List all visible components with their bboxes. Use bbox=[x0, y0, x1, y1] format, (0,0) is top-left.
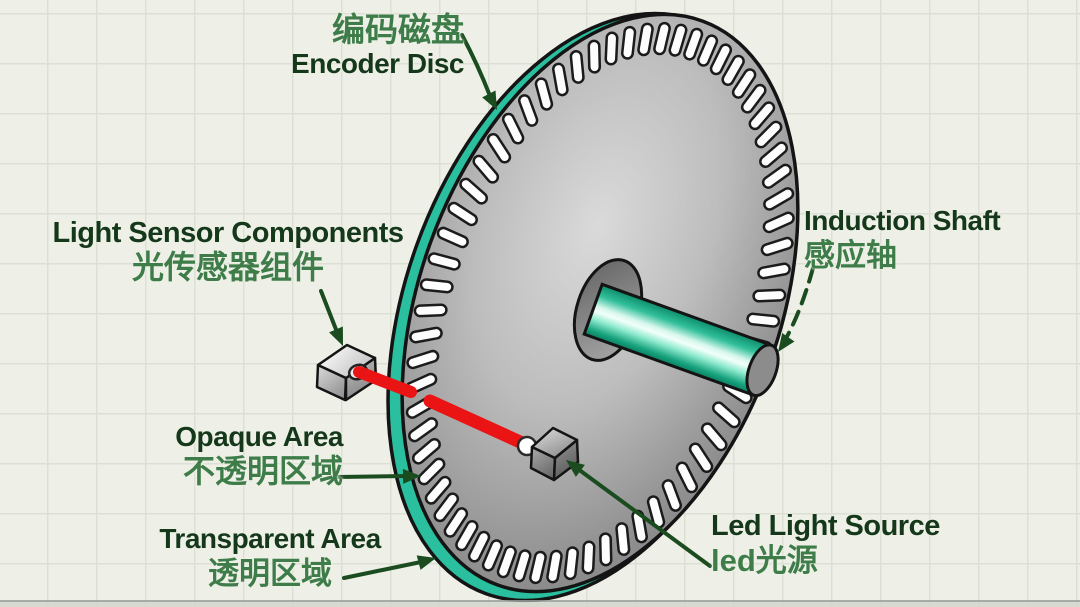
disc-slot bbox=[670, 26, 685, 55]
disc-slot bbox=[748, 315, 778, 326]
disc-slot bbox=[420, 460, 443, 483]
label-opaque-area: Opaque Area 不透明区域 bbox=[95, 421, 343, 490]
light-sensor-arrow-head bbox=[329, 326, 343, 346]
disc-slot bbox=[461, 180, 486, 203]
label-transparent-area-zh: 透明区域 bbox=[208, 556, 332, 591]
label-light-sensor-zh: 光传感器组件 bbox=[131, 249, 324, 285]
disc-slot bbox=[623, 28, 634, 58]
disc-slot bbox=[765, 189, 792, 209]
disc-slot bbox=[664, 481, 680, 510]
disc-slot bbox=[429, 254, 459, 269]
disc-slot bbox=[678, 463, 696, 491]
disc-slot bbox=[499, 547, 515, 576]
encoder-disc-arrow-head bbox=[482, 90, 497, 110]
image-bottom-edge bbox=[0, 600, 1080, 607]
disc-slot bbox=[520, 96, 536, 125]
disc-slot bbox=[765, 214, 793, 231]
disc-slot bbox=[439, 229, 467, 246]
disc-slot bbox=[515, 551, 530, 580]
disc-slot bbox=[489, 135, 509, 162]
disc-slot bbox=[712, 45, 730, 73]
disc-slot bbox=[743, 86, 765, 112]
disc-slot bbox=[435, 494, 457, 520]
disc-slot bbox=[584, 543, 593, 572]
disc-slot bbox=[566, 548, 577, 578]
shaft-end-cap bbox=[745, 343, 780, 398]
label-light-sensor-en: Light Sensor Components bbox=[52, 217, 405, 249]
disc-slot bbox=[734, 70, 754, 97]
sensor-cube-top-face bbox=[316, 343, 377, 380]
label-encoder-disc-en: Encoder Disc bbox=[291, 48, 464, 79]
induction-shaft bbox=[582, 282, 780, 398]
opaque-area-arrow bbox=[336, 474, 409, 479]
disc-slot bbox=[411, 329, 441, 341]
disc-slot bbox=[449, 204, 476, 224]
disc-slot bbox=[408, 352, 437, 367]
disc-slot bbox=[474, 157, 497, 182]
light-sensor-arrow bbox=[319, 289, 339, 334]
disc-slot bbox=[427, 478, 449, 503]
disc-slot bbox=[572, 52, 583, 82]
disc-slot bbox=[751, 103, 773, 128]
label-light-sensor: Light Sensor Components 光传感器组件 bbox=[42, 217, 414, 286]
disc-slot bbox=[416, 305, 446, 315]
label-transparent-area: Transparent Area 透明区域 bbox=[148, 523, 392, 592]
disc-slot bbox=[531, 553, 545, 582]
label-led-light-source-en: Led Light Source bbox=[711, 510, 940, 542]
disc-slot bbox=[422, 280, 452, 291]
label-induction-shaft: Induction Shaft 感应轴 bbox=[804, 205, 1001, 274]
label-opaque-area-en: Opaque Area bbox=[175, 421, 343, 452]
disc-slot bbox=[757, 123, 780, 146]
encoder-disc-arrow bbox=[460, 33, 492, 98]
disc-slot bbox=[470, 533, 488, 561]
label-induction-shaft-en: Induction Shaft bbox=[804, 205, 1001, 236]
disc-slot bbox=[639, 25, 652, 54]
disc-slot bbox=[446, 509, 466, 536]
disc-slot bbox=[617, 524, 628, 554]
disc-slot bbox=[457, 522, 477, 549]
disc-slot bbox=[504, 115, 522, 143]
disc-slot bbox=[764, 166, 790, 187]
label-opaque-area-zh: 不透明区域 bbox=[182, 453, 343, 489]
label-encoder-disc-zh: 编码磁盘 bbox=[332, 11, 464, 48]
transparent-area-arrow bbox=[342, 560, 423, 580]
disc-slot bbox=[761, 143, 786, 166]
disc-slot bbox=[548, 552, 561, 581]
disc-slot bbox=[703, 424, 726, 449]
opaque-area-arrow-head bbox=[402, 468, 421, 484]
disc-slot bbox=[655, 24, 669, 53]
led-cube-top-face bbox=[530, 426, 579, 460]
disc-slot bbox=[537, 79, 551, 109]
induction-shaft-arrow-head bbox=[778, 332, 795, 352]
disc-slot bbox=[484, 541, 501, 570]
led-source-arrow-head bbox=[566, 460, 585, 477]
label-led-light-source-zh: led光源 bbox=[711, 543, 818, 578]
disc-slot bbox=[685, 30, 701, 59]
disc-slot bbox=[410, 419, 436, 440]
led-source-arrow bbox=[576, 467, 712, 568]
disc-slot bbox=[759, 265, 789, 277]
disc-slot bbox=[407, 375, 435, 392]
label-transparent-area-en: Transparent Area bbox=[159, 523, 381, 554]
label-encoder-disc: 编码磁盘 Encoder Disc bbox=[240, 11, 464, 80]
induction-shaft-arrow bbox=[782, 266, 815, 344]
disc-slot bbox=[633, 512, 646, 541]
disc-slot bbox=[554, 65, 567, 94]
disc-slot bbox=[723, 57, 743, 84]
disc-slot bbox=[607, 34, 616, 63]
label-led-light-source: Led Light Source led光源 bbox=[711, 510, 940, 579]
disc-slot bbox=[691, 444, 711, 471]
disc-slot bbox=[699, 36, 716, 65]
transparent-area-arrow-head bbox=[416, 555, 436, 570]
disc-slot bbox=[714, 403, 739, 426]
light-beam-outer bbox=[353, 366, 417, 398]
disc-slot bbox=[414, 440, 439, 463]
light-beam-inner bbox=[423, 394, 536, 453]
disc-slot bbox=[763, 239, 792, 254]
disc-slot bbox=[754, 291, 784, 301]
disc-slot bbox=[649, 497, 663, 527]
label-induction-shaft-zh: 感应轴 bbox=[804, 238, 897, 273]
